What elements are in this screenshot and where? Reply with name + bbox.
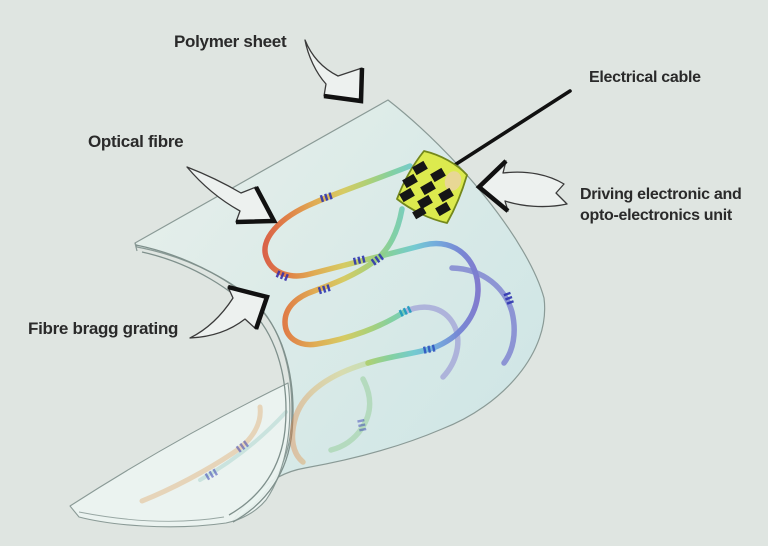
label-fibre-bragg-grating: Fibre bragg grating: [28, 319, 179, 338]
fibre-bragg-grating-arrow: [189, 284, 270, 339]
optical-fibre-arrow: [186, 166, 278, 225]
electrical-cable-line: [448, 89, 572, 170]
fibre-faded-curl: [289, 304, 461, 465]
fibre-bragg-grating-mark: [235, 439, 251, 453]
driving-unit-arrow: [475, 159, 568, 213]
label-optical-fibre: Optical fibre: [88, 132, 184, 151]
fibre-bragg-grating-mark: [204, 467, 220, 481]
sheet-near-end-thickness: [78, 511, 225, 522]
polymer-sheet-arrow: [304, 39, 365, 104]
fibre-bragg-gratings: [275, 191, 515, 354]
unit-substrate-patch: [444, 171, 462, 191]
optical-fibre-b-curl: [401, 304, 461, 380]
fibre-bragg-grating-mark: [370, 252, 386, 266]
fibre-bragg-grating-mark: [317, 283, 333, 295]
fibre-bragg-grating-mark: [503, 291, 515, 307]
fibre-faded-near-end: [139, 404, 288, 504]
fibre-bragg-grating-mark: [422, 344, 438, 354]
label-polymer-sheet: Polymer sheet: [174, 32, 287, 51]
fibre-bragg-grating-mark: [352, 255, 368, 265]
electronics-unit: [396, 150, 468, 224]
label-electrical-cable: Electrical cable: [589, 69, 701, 86]
annotation-arrows: [186, 39, 568, 339]
sheet-curl-edge-band: [135, 244, 294, 523]
label-driving-unit-line1: Driving electronic and: [580, 186, 742, 203]
optical-fibre-a-curl: [289, 360, 371, 465]
fibre-bragg-grating-mark: [398, 305, 414, 317]
label-driving-unit: Driving electronic and opto-electronics …: [580, 184, 742, 226]
fibre-bragg-grating-mark: [275, 270, 291, 282]
unit-component-pads: [399, 160, 454, 220]
fibre-bragg-grating-mark: [319, 191, 335, 203]
optical-fibre-branch: [449, 265, 517, 366]
optical-fibre-a: [262, 163, 481, 366]
label-driving-unit-line2: opto-electronics unit: [580, 207, 732, 224]
sheet-thickness-step: [134, 242, 138, 252]
fibre-bragg-grating-mark: [357, 418, 367, 434]
